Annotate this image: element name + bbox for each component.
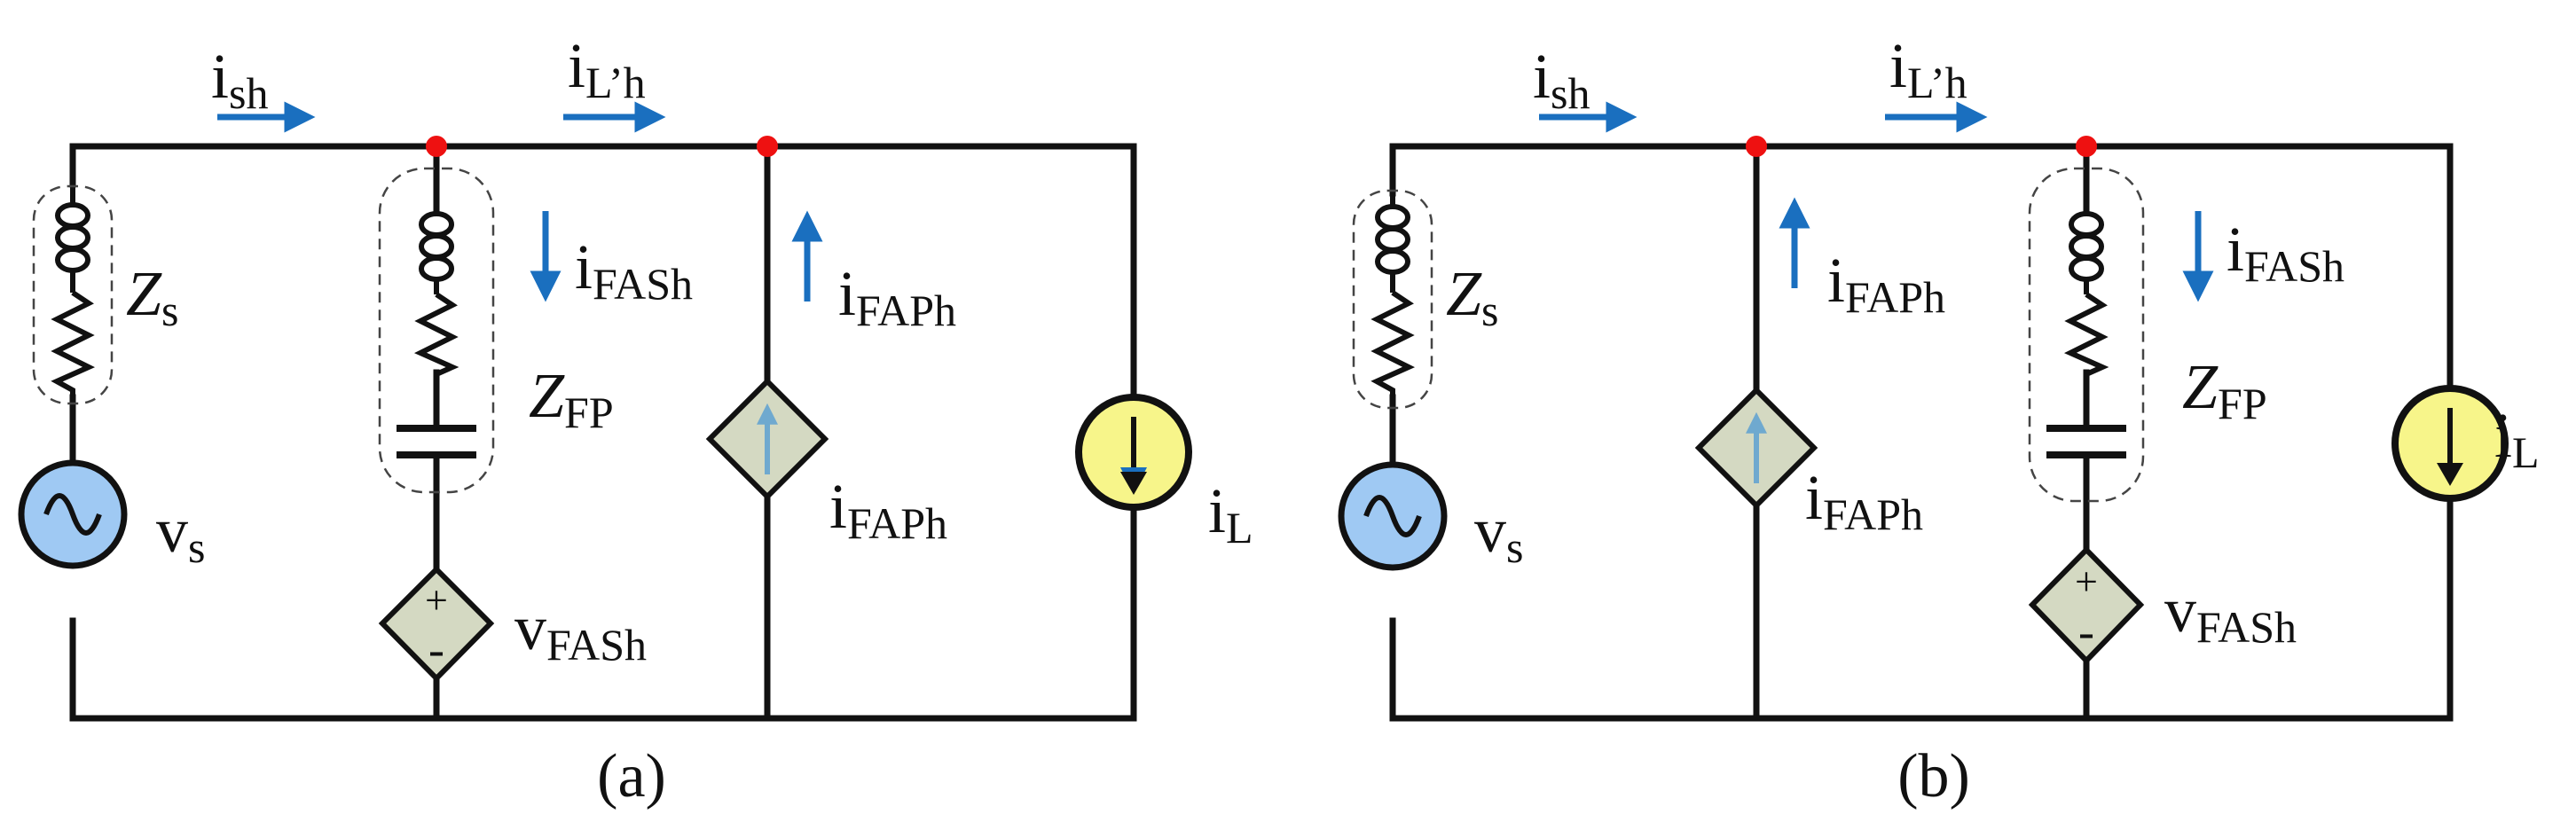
- resistor-icon: [51, 290, 96, 397]
- label-i-lh: iL’h: [1889, 30, 1967, 107]
- current-source-icon: [2391, 385, 2509, 502]
- plus-sign: +: [425, 577, 448, 623]
- caption-b: (b): [1897, 742, 1970, 811]
- inductor-icon: [419, 211, 454, 294]
- capacitor-icon: [2046, 425, 2126, 458]
- capacitor-icon: [397, 425, 476, 458]
- resistor-icon: [1370, 290, 1416, 397]
- label-v-s: vs: [156, 495, 205, 572]
- label-i-faph-arrow: iFAPh: [1827, 245, 1945, 322]
- zs-dashed-box: [1352, 189, 1433, 410]
- label-i-lh: iL’h: [568, 30, 646, 107]
- inductor-icon: [1375, 193, 1410, 293]
- node-dot: [2076, 136, 2097, 157]
- dependent-current-source-icon: [705, 377, 829, 501]
- label-z-s: Zs: [126, 258, 179, 335]
- inductor-icon: [2069, 211, 2104, 294]
- caption-a: (a): [597, 742, 666, 811]
- label-v-fash: vFASh: [514, 592, 647, 670]
- minus-sign: -: [2078, 605, 2094, 658]
- resistor-icon: [2063, 292, 2109, 377]
- plus-sign: +: [2075, 559, 2098, 604]
- label-z-fp: ZFP: [2182, 351, 2267, 428]
- label-i-l: iL: [1208, 475, 1253, 552]
- label-v-fash: vFASh: [2164, 575, 2297, 652]
- label-v-s: vs: [1474, 495, 1523, 572]
- dependent-voltage-source-icon: + -: [378, 565, 495, 683]
- dependent-voltage-source-icon: + -: [2028, 545, 2145, 665]
- label-i-fash: iFASh: [575, 231, 693, 309]
- ac-source-icon: [18, 459, 128, 569]
- label-z-s: Zs: [1446, 258, 1499, 335]
- node-dot: [426, 136, 447, 157]
- label-i-faph-source: iFAPh: [829, 471, 947, 548]
- node-dot: [757, 136, 778, 157]
- ac-source-icon: [1338, 461, 1448, 571]
- zfp-dashed-box: [2028, 167, 2145, 503]
- node-dot: [1746, 136, 1767, 157]
- label-i-sh: ish: [211, 41, 268, 118]
- minus-sign: -: [428, 623, 444, 676]
- inductor-icon: [55, 184, 90, 293]
- label-z-fp: ZFP: [529, 360, 614, 437]
- circuit-panel-b: + - ish iL’h iFAPh iFASh Zs ZFP: [1338, 30, 2540, 811]
- dependent-current-source-icon: [1694, 386, 1818, 510]
- label-i-sh: ish: [1533, 41, 1590, 118]
- label-i-faph-source: iFAPh: [1805, 462, 1923, 539]
- zfp-dashed-box: [378, 167, 495, 494]
- current-source-icon: [1075, 394, 1192, 511]
- zs-dashed-box: [32, 184, 114, 405]
- label-i-fash: iFASh: [2227, 214, 2344, 291]
- resistor-icon: [413, 292, 459, 377]
- label-i-faph-arrow: iFAPh: [838, 258, 956, 335]
- circuit-panel-a: + - ish iL’h iFASh: [18, 30, 1253, 811]
- label-i-l: iL: [2494, 400, 2540, 477]
